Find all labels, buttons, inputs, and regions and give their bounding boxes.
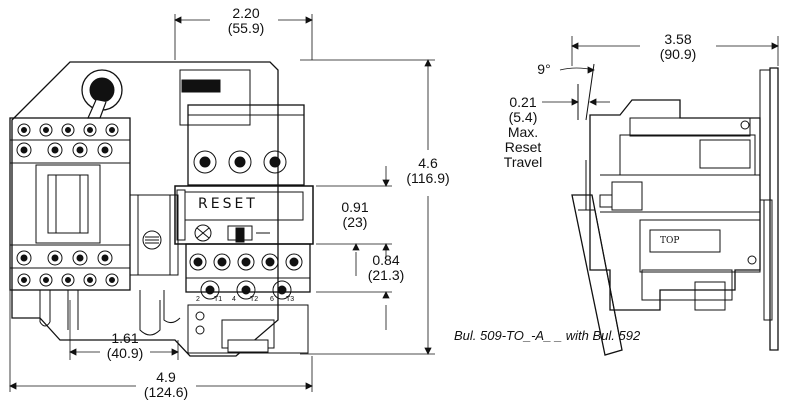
- terminal-label-4: T2: [250, 296, 259, 303]
- overload-upper-block: [179, 69, 305, 186]
- figure-caption: Bul. 509-TO_-A_ _ with Bul. 592: [454, 328, 641, 343]
- terminal-label-6: T3: [286, 296, 295, 303]
- dim-reset-travel-value: 0.21: [509, 94, 537, 110]
- dim-depth-mm: (90.9): [659, 46, 697, 62]
- rotary-knob: [81, 69, 123, 119]
- dim-depth: 3.58 (90.9): [642, 32, 714, 62]
- dim-terminal-offset-value: 0.84: [372, 252, 400, 268]
- side-dimension-lines: [542, 36, 779, 106]
- din-rail: [129, 194, 179, 276]
- front-dimension-lines: [9, 14, 435, 392]
- dim-height-mm: (116.9): [406, 170, 450, 186]
- contactor-screws-top: [16, 123, 119, 158]
- overload-base: [187, 304, 309, 354]
- side-mounting-plate: [769, 67, 779, 351]
- front-view: [9, 61, 314, 357]
- dim-reset-travel-line2: Reset: [504, 139, 542, 155]
- dim-height: 4.6 (116.9): [396, 156, 460, 186]
- dim-reset-travel-line1: Max.: [507, 124, 539, 140]
- reset-label: RESET: [198, 196, 258, 212]
- dim-width-top: 2.20 (55.9): [214, 6, 278, 36]
- dim-reset-travel-mm: (5.4): [508, 109, 538, 125]
- dim-reset-travel: 0.21 (5.4) Max. Reset Travel: [500, 95, 546, 170]
- contactor: [9, 117, 131, 291]
- dim-reset-offset: 0.91 (23): [328, 200, 382, 230]
- dim-angle-value: 9°: [537, 61, 551, 77]
- terminal-label-5: 6: [270, 296, 274, 303]
- dim-bottom-left-value: 1.61: [111, 330, 139, 346]
- dim-width-top-value: 2.20: [232, 5, 260, 21]
- dim-angle: 9°: [530, 62, 558, 77]
- terminal-label-1: 2: [196, 296, 200, 303]
- dim-terminal-offset: 0.84 (21.3): [354, 253, 418, 283]
- wire-entries: [39, 290, 181, 336]
- dim-height-value: 4.6: [418, 155, 438, 171]
- overload-terminals: [189, 253, 303, 300]
- dim-overall-width-mm: (124.6): [143, 384, 189, 400]
- dim-reset-offset-mm: (23): [342, 214, 368, 230]
- dim-depth-value: 3.58: [664, 31, 692, 47]
- dim-bottom-left: 1.61 (40.9): [100, 331, 150, 361]
- dim-terminal-offset-mm: (21.3): [367, 267, 405, 283]
- contactor-screws-bottom: [16, 250, 119, 287]
- terminal-label-3: 4: [232, 296, 236, 303]
- dim-width-top-mm: (55.9): [227, 20, 265, 36]
- dim-overall-width-value: 4.9: [156, 369, 176, 385]
- side-view: [571, 63, 779, 356]
- terminal-label-2: T1: [214, 296, 223, 303]
- dim-reset-travel-line3: Travel: [503, 154, 543, 170]
- dim-bottom-left-mm: (40.9): [106, 345, 144, 361]
- dim-overall-width: 4.9 (124.6): [136, 370, 196, 400]
- mounting-plate: [11, 61, 279, 357]
- dim-reset-offset-value: 0.91: [341, 199, 369, 215]
- top-label: TOP: [660, 236, 680, 246]
